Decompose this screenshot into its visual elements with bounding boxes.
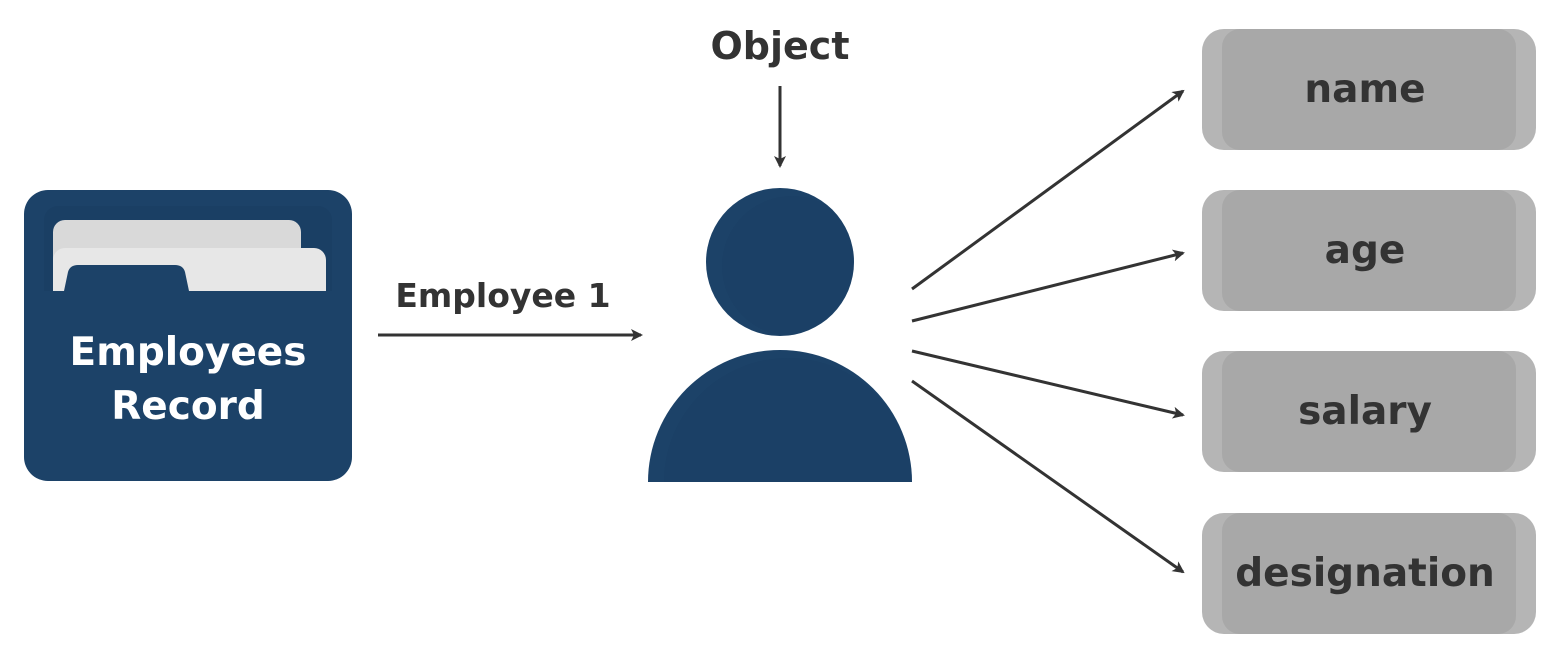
attribute-box-age — [1202, 190, 1536, 311]
attribute-label-age: age — [1324, 228, 1406, 273]
folder-label: Employees Record — [24, 326, 352, 434]
attribute-box-name — [1202, 29, 1536, 150]
person-icon — [648, 188, 912, 482]
attribute-label-name: name — [1304, 67, 1426, 112]
arrow-to-age — [911, 249, 1185, 323]
object-label: Object — [710, 24, 850, 68]
arrow-to-name — [911, 89, 1185, 291]
folder-label-line-2: Record — [111, 384, 265, 429]
employee-label: Employee 1 — [395, 276, 611, 315]
attribute-label-salary: salary — [1298, 389, 1432, 434]
attribute-box-salary — [1202, 351, 1536, 472]
folder-icon — [24, 190, 352, 481]
arrow-to-designation — [911, 379, 1185, 574]
folder-label-line-1: Employees — [69, 330, 307, 375]
attribute-label-designation: designation — [1235, 551, 1495, 596]
attribute-box-designation — [1202, 513, 1536, 634]
arrow-to-salary — [911, 349, 1185, 419]
